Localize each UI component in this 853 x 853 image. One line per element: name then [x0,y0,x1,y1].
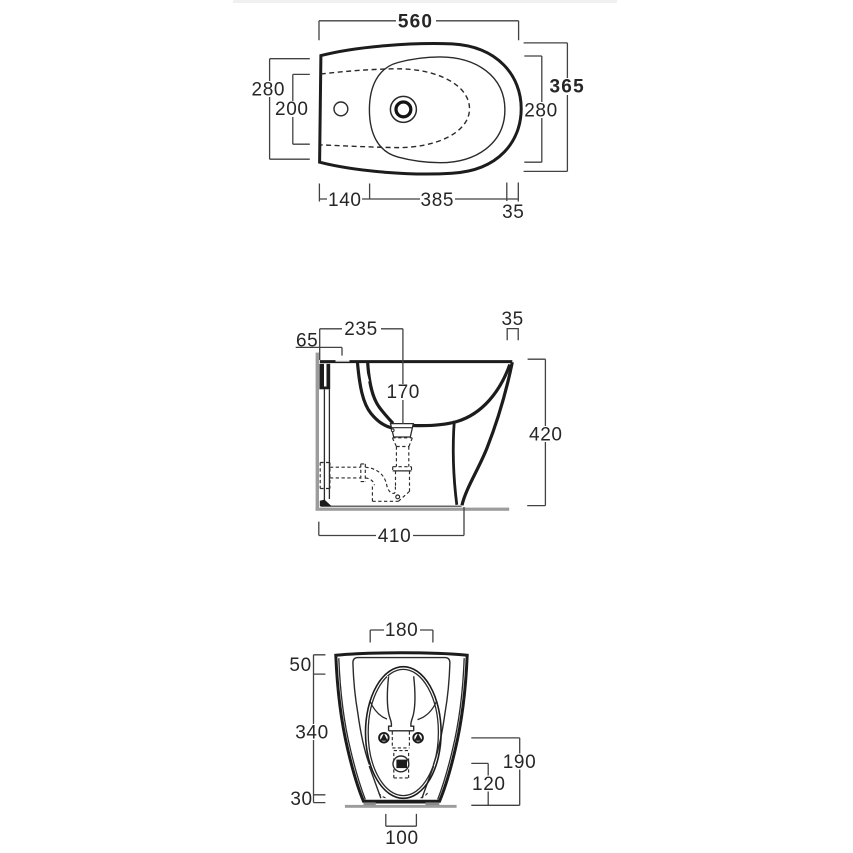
svg-text:340: 340 [295,722,329,743]
svg-text:200: 200 [275,99,309,120]
svg-text:120: 120 [472,774,506,795]
svg-text:30: 30 [290,789,312,810]
svg-text:280: 280 [524,101,558,122]
svg-text:385: 385 [421,190,455,211]
svg-text:420: 420 [529,424,563,445]
svg-text:365: 365 [550,77,585,98]
svg-text:235: 235 [344,319,378,340]
svg-text:140: 140 [328,190,362,211]
svg-text:100: 100 [385,828,419,849]
svg-text:35: 35 [502,202,524,223]
svg-text:280: 280 [252,80,286,101]
svg-text:65: 65 [296,330,318,351]
svg-text:560: 560 [398,12,433,33]
svg-text:410: 410 [378,526,412,547]
svg-text:35: 35 [502,309,524,330]
svg-text:170: 170 [386,382,420,403]
svg-text:190: 190 [503,752,537,773]
svg-text:180: 180 [385,620,419,641]
svg-text:50: 50 [289,655,311,676]
